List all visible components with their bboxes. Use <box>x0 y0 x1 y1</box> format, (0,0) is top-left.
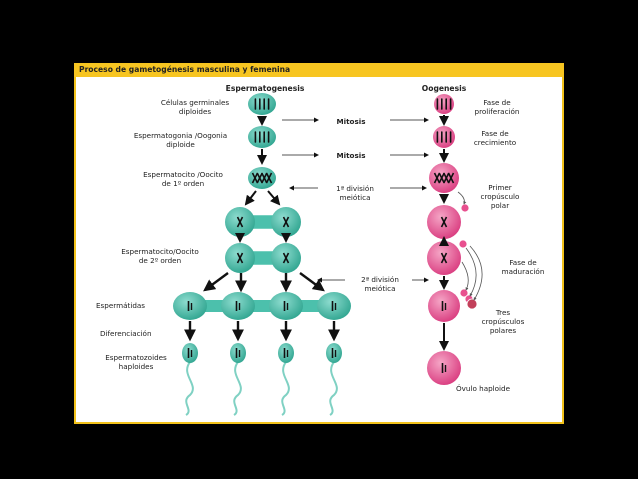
polar-body <box>458 239 468 249</box>
sperm-cell <box>326 343 342 416</box>
arrow-polar-1 <box>457 191 467 205</box>
sperm-cell <box>230 343 246 416</box>
female-cell <box>427 351 461 385</box>
female-cell <box>428 290 460 322</box>
arrow-polar-2 <box>469 245 483 301</box>
male-dividing-cell <box>225 207 301 237</box>
arrow-polar-4 <box>461 261 469 291</box>
male-dividing-cell <box>225 243 301 273</box>
header-oogenesis: Oogenesis <box>421 84 467 93</box>
arrow-male-split-right <box>267 190 281 206</box>
arrow-male-5 <box>203 272 229 292</box>
female-cell <box>434 94 454 114</box>
male-cell <box>248 167 276 189</box>
diagram-frame <box>74 63 564 424</box>
diagram-title: Proceso de gametogénesis masculina y fem… <box>79 65 291 74</box>
female-cell <box>429 163 459 193</box>
arrow-male-8 <box>299 272 325 292</box>
title-bar <box>74 63 564 77</box>
polar-body <box>466 298 478 310</box>
label-mitosis-1: Mitosis <box>336 117 366 126</box>
espermatidas-chain <box>173 292 351 320</box>
arrow-polar-3 <box>465 247 477 297</box>
male-cell <box>248 93 276 115</box>
female-cell <box>433 126 455 148</box>
polar-body <box>460 203 470 213</box>
label-espermatidas: Espermátidas <box>96 301 146 310</box>
arrow-male-split-left <box>244 190 257 206</box>
polar-body <box>459 288 469 298</box>
sperm-cell <box>278 343 294 416</box>
label-mitosis-2: Mitosis <box>336 151 366 160</box>
label-ovulo-haploide: Óvulo haploide <box>456 384 511 393</box>
sperm-cell <box>182 343 198 416</box>
label-diferenciacion: Diferenciación <box>100 329 152 338</box>
header-espermatogenesis: Espermatogenesis <box>225 84 305 93</box>
